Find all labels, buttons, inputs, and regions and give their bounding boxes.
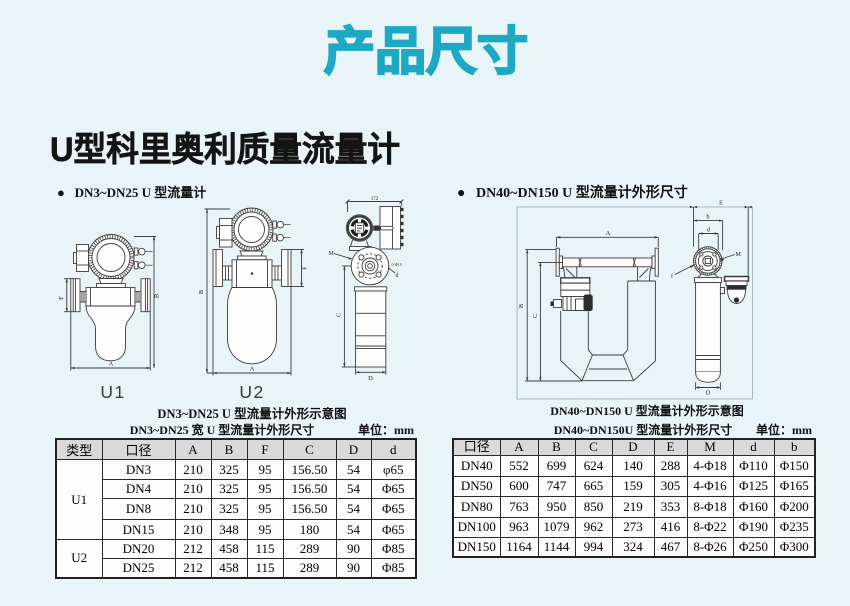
svg-text:A: A [250, 366, 255, 373]
svg-text:F: F [58, 296, 65, 300]
svg-text:C: C [336, 313, 343, 317]
svg-text:B: B [154, 293, 161, 298]
svg-text:f: f [671, 273, 673, 280]
svg-text:A: A [606, 230, 611, 237]
svg-text:A: A [109, 361, 114, 368]
svg-text:B: B [198, 289, 205, 294]
svg-text:d: d [707, 228, 710, 234]
svg-text:U1: U1 [100, 382, 125, 402]
svg-text:b: b [707, 215, 710, 221]
svg-text:U2: U2 [239, 382, 264, 402]
svg-text:172: 172 [371, 197, 379, 202]
svg-text:B: B [518, 303, 525, 308]
svg-text:M: M [736, 252, 742, 258]
svg-text:D: D [706, 390, 711, 397]
svg-text:E: E [719, 201, 723, 207]
svg-text:M: M [329, 251, 335, 257]
svg-text:d: d [396, 273, 399, 279]
svg-text:F: F [302, 266, 309, 270]
svg-text:0-Φ19: 0-Φ19 [392, 262, 402, 267]
svg-text:C: C [532, 314, 539, 318]
svg-text:D: D [368, 375, 373, 382]
